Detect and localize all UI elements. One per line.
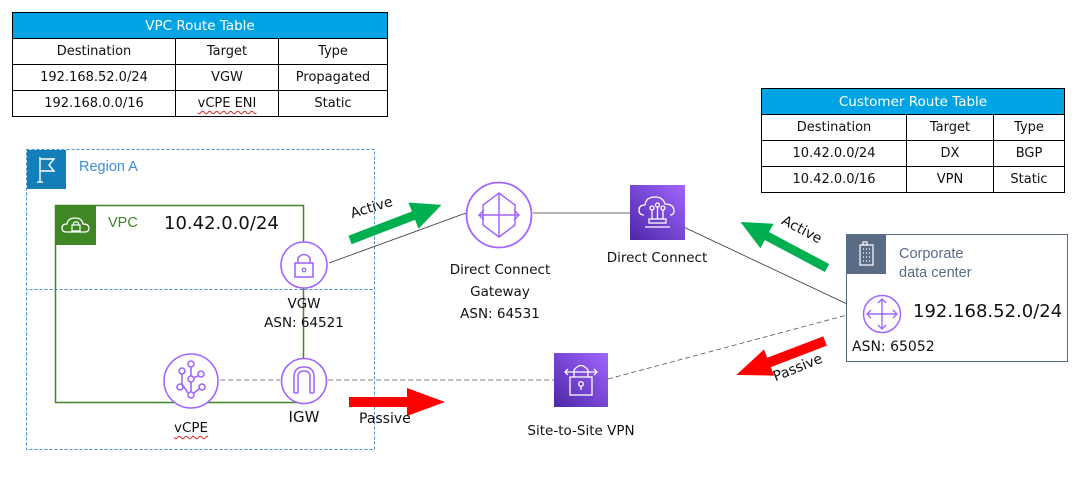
vcpe-label: vCPE (141, 420, 241, 436)
vpc-label: VPC (108, 215, 138, 231)
vpc-route-table-title: VPC Route Table (12, 12, 388, 39)
region-label: Region A (79, 159, 138, 175)
vcpe-label-text: vCPE (173, 420, 209, 436)
vpc-cidr: 10.42.0.0/24 (164, 213, 279, 234)
link-vgw-dxgw (328, 212, 467, 264)
cell-destination: 10.42.0.0/16 (761, 166, 907, 193)
vpc-route-table: VPC Route Table Destination Target Type … (12, 12, 388, 117)
table-row: 10.42.0.0/24 DX BGP (761, 140, 1065, 167)
region-box-lower (26, 149, 375, 450)
region-badge (27, 150, 66, 189)
direct-connect-node[interactable] (630, 185, 685, 240)
cell-target: VGW (175, 64, 279, 91)
passive-arrow-right (349, 388, 445, 416)
vpn-lock-icon (564, 364, 598, 396)
table-header-row: Destination Target Type (12, 38, 388, 65)
corporate-dc-asn: ASN: 65052 (852, 339, 935, 355)
column-header: Destination (12, 38, 176, 65)
corporate-router-node[interactable] (862, 294, 902, 334)
arrows-cross-icon (465, 181, 533, 249)
igw-node[interactable] (280, 357, 328, 405)
cloud-circuit-icon (638, 196, 675, 228)
table-header-row: Destination Target Type (761, 114, 1065, 141)
vgw-asn: ASN: 64521 (264, 315, 344, 331)
passive-arrow-left (736, 336, 827, 376)
cell-target: DX (906, 140, 994, 167)
cloud-lock-icon (61, 217, 90, 233)
link-dx-corp (655, 213, 863, 312)
table-row: 192.168.52.0/24 VGW Propagated (12, 64, 388, 91)
router-icon (862, 294, 902, 334)
cell-target: VPN (906, 166, 994, 193)
vgw-label: VGW (287, 296, 321, 312)
table-row: 10.42.0.0/16 VPN Static (761, 166, 1065, 193)
cell-destination: 192.168.52.0/24 (12, 64, 176, 91)
cell-type: Static (993, 166, 1065, 193)
column-header: Type (993, 114, 1065, 141)
passive-label-vpc: Passive (359, 411, 411, 427)
customer-route-table-title: Customer Route Table (761, 88, 1065, 115)
cell-target: vCPE ENI (175, 90, 279, 117)
dx-gateway-asn: ASN: 64531 (460, 306, 540, 322)
vpn-label: Site-to-Site VPN (527, 423, 635, 439)
active-arrow-right (348, 202, 442, 245)
column-header: Target (906, 114, 994, 141)
vpc-badge (56, 206, 96, 245)
active-arrow-left (740, 221, 830, 272)
customer-route-table: Customer Route Table Destination Target … (761, 88, 1065, 193)
corporate-dc-label-line2: data center (899, 265, 972, 281)
igw-label: IGW (288, 408, 320, 426)
column-header: Destination (761, 114, 907, 141)
cell-destination: 192.168.0.0/16 (12, 90, 176, 117)
vcpe-node[interactable] (162, 352, 220, 410)
network-nodes-icon (163, 353, 219, 409)
building-icon (859, 241, 874, 266)
table-row: 192.168.0.0/16 vCPE ENI Static (12, 90, 388, 117)
corporate-dc-badge (847, 235, 886, 274)
dx-gateway-label-line2: Gateway (470, 284, 530, 300)
corporate-dc-label-line1: Corporate (899, 246, 964, 262)
gateway-arch-icon (280, 357, 328, 405)
cell-type: Propagated (278, 64, 388, 91)
link-vpn-corp (607, 310, 863, 380)
cell-type: Static (278, 90, 388, 117)
vgw-node[interactable] (279, 240, 329, 290)
cell-target-text: vCPE ENI (197, 96, 257, 111)
flag-icon (37, 157, 56, 183)
corporate-dc-cidr: 192.168.52.0/24 (913, 301, 1063, 322)
direct-connect-label: Direct Connect (606, 250, 708, 266)
dx-gateway-node[interactable] (465, 181, 533, 249)
vpn-node[interactable] (554, 353, 608, 407)
lock-icon (280, 241, 328, 289)
column-header: Target (175, 38, 279, 65)
cell-destination: 10.42.0.0/24 (761, 140, 907, 167)
dx-gateway-label-line1: Direct Connect (449, 262, 551, 278)
